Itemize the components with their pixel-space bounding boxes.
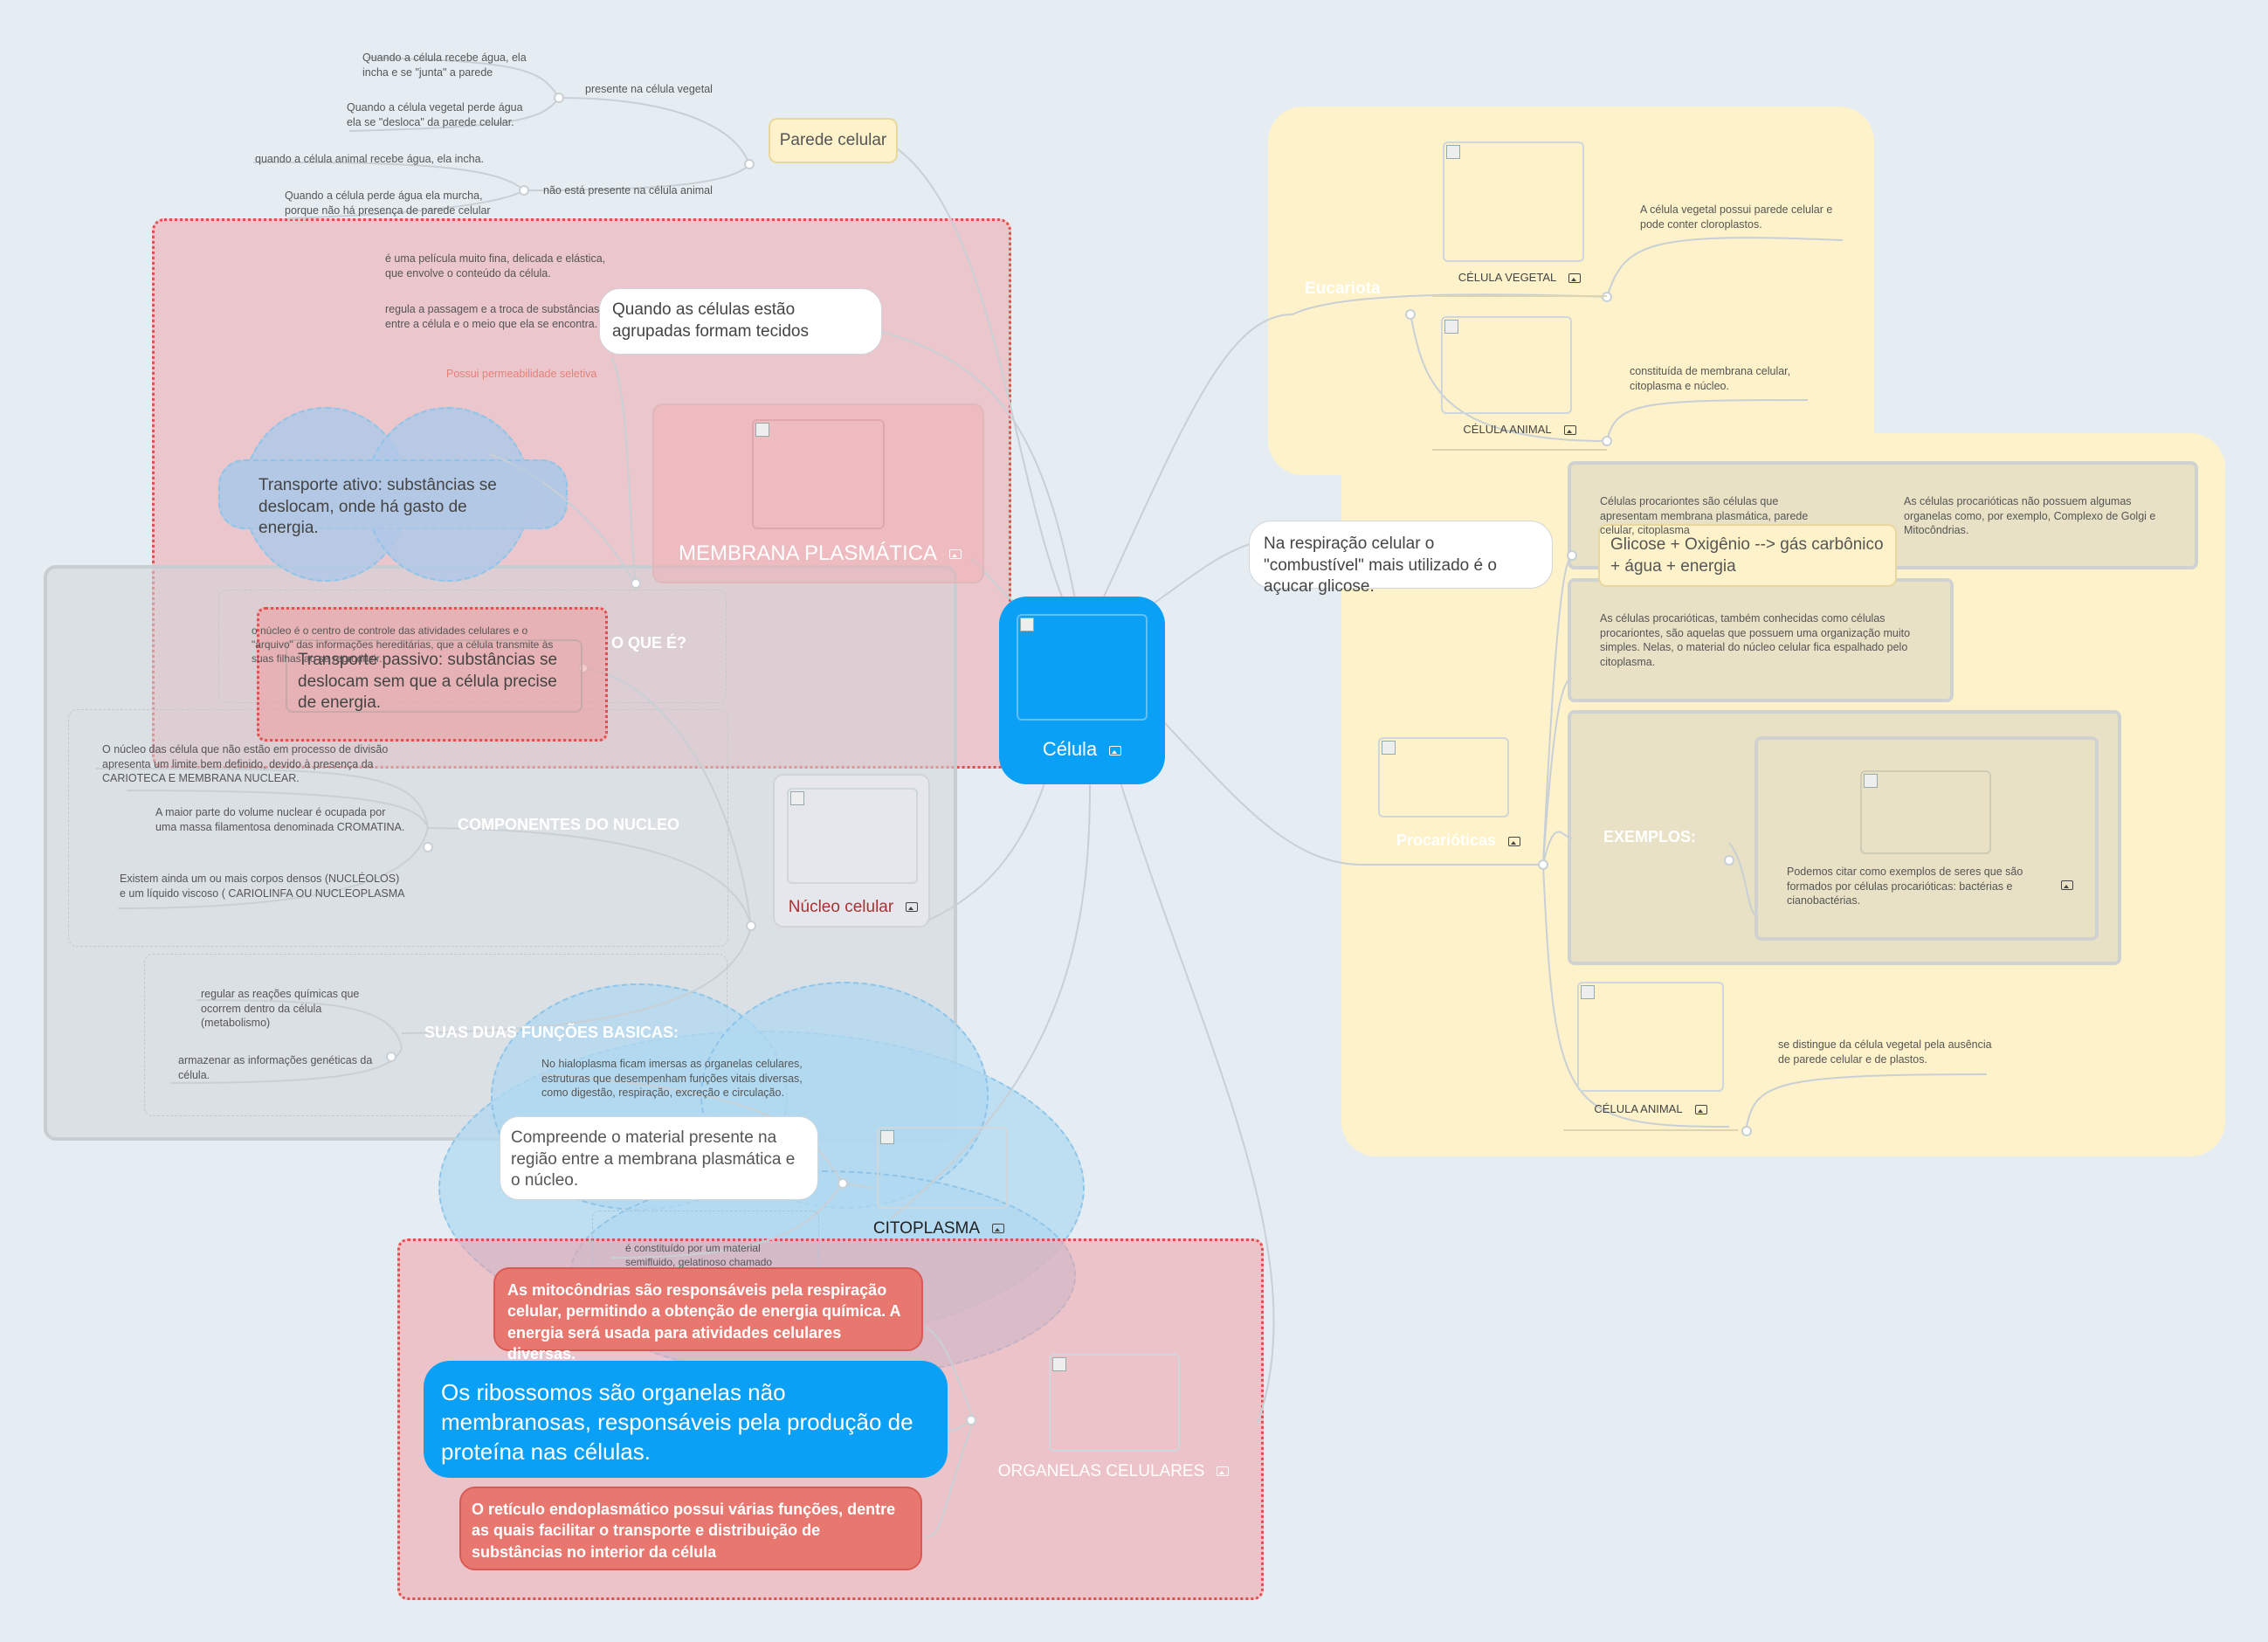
image-icon (1508, 836, 1521, 846)
parede-celular-node[interactable]: Parede celular (769, 118, 898, 163)
membrana-desc2: regula a passagem e a troca de substânci… (385, 303, 600, 330)
parede-animal-water-in: quando a célula animal recebe água, ela … (255, 153, 484, 165)
nucleo-func1: regular as reações químicas que ocorrem … (201, 988, 360, 1029)
procariotica-desc2: As células procarióticas, também conheci… (1600, 612, 1911, 668)
transporte-passivo-node[interactable]: Transporte passivo: substâncias se deslo… (257, 607, 608, 742)
citoplasma-image (877, 1127, 1008, 1209)
nucleo-comp2: A maior parte do volume nuclear é ocupad… (155, 806, 405, 833)
parede-vegetal-water-out: Quando a célula vegetal perde água ela s… (347, 101, 523, 128)
procariotica-desc1: Células procariontes são células que apr… (1600, 495, 1809, 536)
nucleo-oque-title: O QUE É? (611, 634, 687, 652)
parede-branch-vegetal: presente na célula vegetal (585, 83, 713, 95)
citoplasma-node[interactable]: CITOPLASMA (865, 1118, 1013, 1242)
exemplos-image (1860, 770, 1991, 854)
nucleo-func2: armazenar as informações genéticas da cé… (178, 1054, 373, 1081)
tecidos-text: Quando as células estão agrupadas formam… (612, 300, 809, 341)
image-icon (2061, 880, 2073, 890)
celula-animal-pro-label: CÉLULA ANIMAL (1594, 1102, 1683, 1115)
ribossomos-node[interactable]: Os ribossomos são organelas não membrano… (424, 1361, 948, 1478)
citoplasma-semi: é constituído por um material semifluido… (625, 1242, 773, 1268)
procariotica-image (1378, 737, 1509, 818)
exemplos-text: Podemos citar como exemplos de seres que… (1787, 866, 2023, 907)
parede-vegetal-water-in: Quando a célula recebe água, ela incha e… (362, 52, 527, 79)
image-icon (1217, 1466, 1230, 1477)
image-icon (906, 902, 919, 913)
citoplasma-def: Compreende o material presente na região… (511, 1128, 796, 1190)
image-icon (1563, 425, 1576, 436)
eucariota-title: Eucariota (1305, 279, 1381, 298)
celula-animal-pro-text: se distingue da célula vegetal pela ausê… (1778, 1038, 1992, 1066)
organelas-title: ORGANELAS CELULARES (997, 1462, 1205, 1480)
membrana-desc1: é uma película muito fina, delicada e el… (385, 252, 606, 279)
celula-animal-eu-image (1441, 316, 1572, 414)
transporte-ativo-node[interactable]: Transporte ativo: substâncias se desloca… (246, 463, 543, 537)
nucleo-componentes-title: COMPONENTES DO NUCLEO (458, 816, 680, 833)
reticulo-node[interactable]: O retículo endoplasmático possui várias … (459, 1487, 922, 1570)
respiracao-answer-node[interactable]: Glicose + Oxigênio --> gás carbônico + á… (1598, 524, 1897, 587)
mitocondrias-node[interactable]: As mitocôndrias são responsáveis pela re… (493, 1267, 923, 1363)
transporte-passivo-text: Transporte passivo: substâncias se deslo… (298, 651, 558, 713)
image-icon (1568, 273, 1582, 284)
image-icon (992, 1224, 1005, 1234)
membrana-title: MEMBRANA PLASMÁTICA (678, 542, 938, 565)
image-icon (949, 549, 962, 560)
exemplos-node[interactable]: Podemos citar como exemplos de seres que… (1787, 865, 2075, 908)
central-image (1017, 614, 1148, 721)
nucleo-node[interactable]: Núcleo celular (773, 774, 930, 928)
parede-title: Parede celular (779, 131, 887, 149)
celula-animal-pro-image (1577, 982, 1724, 1092)
procariotica-exemplos-title: EXEMPLOS: (1603, 828, 1697, 845)
nucleo-title: Núcleo celular (788, 898, 894, 916)
eucariota-region (1268, 107, 1874, 475)
respiracao-answer: Glicose + Oxigênio --> gás carbônico + á… (1610, 535, 1884, 576)
membrana-image (752, 419, 885, 529)
celula-vegetal-image (1443, 141, 1584, 262)
procariotica-title: Procarióticas (1396, 831, 1497, 849)
celula-vegetal-label: CÉLULA VEGETAL (1458, 271, 1557, 284)
nucleo-image (787, 788, 918, 884)
central-node[interactable]: Célula (999, 597, 1165, 784)
nucleo-comp1: O núcleo das célula que não estão em pro… (102, 743, 389, 784)
organelas-node[interactable]: ORGANELAS CELULARES (991, 1345, 1236, 1492)
membrana-perm: Possui permeabilidade seletiva (446, 368, 597, 380)
tecidos-node[interactable]: Quando as células estão agrupadas formam… (599, 288, 882, 355)
membrana-node[interactable]: MEMBRANA PLASMÁTICA (652, 404, 984, 583)
organelas-image (1049, 1354, 1180, 1452)
transporte-ativo-text: Transporte ativo: substâncias se desloca… (259, 476, 497, 538)
central-label: Célula (1042, 738, 1098, 760)
citoplasma-hialo: No hialoplasma ficam imersas as organela… (541, 1058, 803, 1099)
citoplasma-def-node[interactable]: Compreende o material presente na região… (500, 1116, 818, 1200)
parede-branch-animal: não está presente na célula animal (543, 184, 713, 197)
citoplasma-title: CITOPLASMA (872, 1219, 981, 1238)
parede-animal-water-out: Quando a célula perde água ela murcha, p… (285, 190, 491, 217)
celula-animal-eu-text: constituída de membrana celular, citopla… (1630, 365, 1791, 392)
celula-vegetal-text: A célula vegetal possui parede celular e… (1640, 204, 1833, 231)
procariotica-desc1b: As células procarióticas não possuem alg… (1904, 495, 2156, 536)
nucleo-oque-text: o núcleo é o centro de controle das ativ… (252, 624, 554, 665)
celula-animal-eu-node[interactable]: CÉLULA ANIMAL (1432, 309, 1607, 451)
reticulo-text: O retículo endoplasmático possui várias … (472, 1501, 896, 1561)
image-icon (1694, 1105, 1707, 1115)
procariotica-node[interactable]: Procarióticas (1371, 734, 1546, 865)
celula-animal-eu-label: CÉLULA ANIMAL (1463, 423, 1552, 436)
celula-vegetal-node[interactable]: CÉLULA VEGETAL (1432, 131, 1607, 297)
nucleo-funcoes-title: SUAS DUAS FUNÇÕES BASICAS: (424, 1024, 679, 1041)
respiracao-question-node[interactable]: Na respiração celular o "combustível" ma… (1249, 521, 1553, 596)
mitocondrias-text: As mitocôndrias são responsáveis pela re… (507, 1281, 900, 1363)
nucleo-comp3: Existem ainda um ou mais corpos densos (… (120, 873, 405, 900)
image-icon (1109, 745, 1122, 755)
celula-animal-pro-node[interactable]: CÉLULA ANIMAL (1563, 978, 1738, 1131)
ribossomos-text: Os ribossomos são organelas não membrano… (441, 1379, 913, 1465)
respiracao-question: Na respiração celular o "combustível" ma… (1264, 535, 1497, 597)
